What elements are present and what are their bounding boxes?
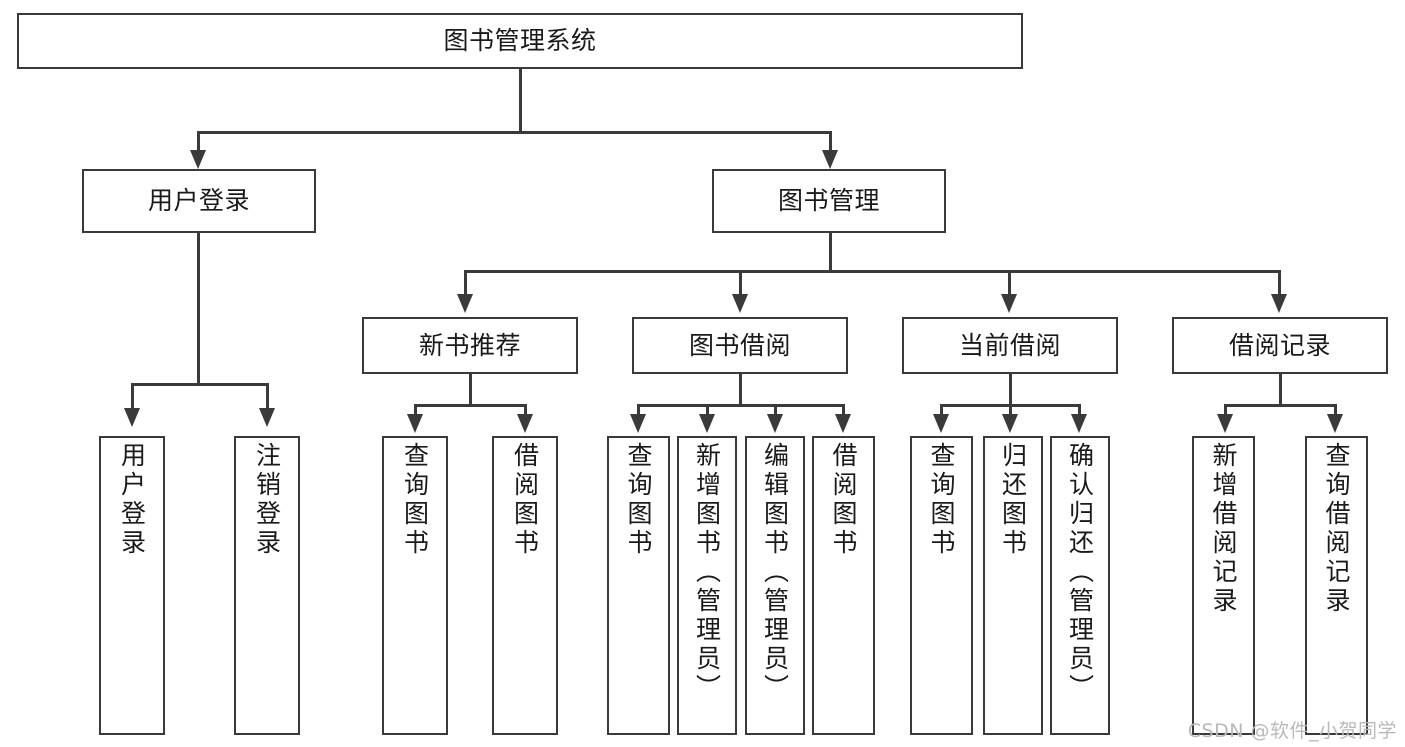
connector-drop-leaf-user-login bbox=[131, 383, 134, 410]
node-label: 查询图书 bbox=[624, 442, 653, 558]
arrow-new-book-recommend bbox=[457, 294, 473, 313]
connector-drop-current-borrow bbox=[1008, 270, 1011, 296]
node-new-book-recommend[interactable]: 新书推荐 bbox=[362, 317, 578, 374]
node-label: 新增图书（管理员） bbox=[692, 442, 722, 703]
leaf-borrow-book-1[interactable]: 借阅图书 bbox=[492, 436, 558, 735]
node-label: 用户登录 bbox=[147, 186, 250, 215]
arrow-user-login bbox=[190, 150, 206, 169]
connector-user-login-trunk bbox=[197, 233, 200, 385]
connector-new-book-recommend-bus bbox=[414, 404, 526, 407]
node-label: 新增借阅记录 bbox=[1209, 442, 1238, 616]
arrow-book-borrow bbox=[732, 294, 748, 313]
connector-drop-book-borrow bbox=[739, 270, 742, 296]
leaf-confirm-return-admin[interactable]: 确认归还（管理员） bbox=[1050, 436, 1110, 735]
leaf-borrow-book-2[interactable]: 借阅图书 bbox=[812, 436, 875, 735]
arrow-borrow-book-2 bbox=[835, 414, 851, 433]
connector-drop-edit-book-admin bbox=[774, 404, 777, 416]
arrow-borrow-record bbox=[1271, 294, 1287, 313]
connector-drop-borrow-record bbox=[1278, 270, 1281, 296]
connector-current-borrow-trunk bbox=[1009, 374, 1012, 406]
node-label: 图书管理 bbox=[777, 186, 880, 215]
node-label: 编辑图书（管理员） bbox=[760, 442, 790, 703]
connector-drop-user-login bbox=[197, 131, 200, 153]
leaf-query-book-1[interactable]: 查询图书 bbox=[382, 436, 448, 735]
connector-drop-query-book-1 bbox=[414, 404, 417, 416]
connector-book-borrow-trunk bbox=[739, 374, 742, 406]
leaf-query-borrow-record[interactable]: 查询借阅记录 bbox=[1305, 436, 1368, 735]
connector-drop-book-management bbox=[829, 131, 832, 153]
connector-new-book-recommend-trunk bbox=[469, 374, 472, 406]
node-label: 确认归还（管理员） bbox=[1065, 442, 1095, 703]
leaf-query-book-2[interactable]: 查询图书 bbox=[607, 436, 670, 735]
arrow-leaf-logout bbox=[259, 408, 275, 427]
connector-level3-bus bbox=[464, 270, 1280, 273]
connector-borrow-record-bus bbox=[1224, 404, 1336, 407]
connector-drop-add-borrow-record bbox=[1224, 404, 1227, 416]
connector-drop-query-book-3 bbox=[940, 404, 943, 416]
arrow-query-book-1 bbox=[407, 414, 423, 433]
connector-drop-query-book-2 bbox=[637, 404, 640, 416]
connector-drop-confirm-return-admin bbox=[1078, 404, 1081, 416]
arrow-leaf-user-login bbox=[124, 408, 140, 427]
arrow-query-book-3 bbox=[933, 414, 949, 433]
arrow-edit-book-admin bbox=[767, 414, 783, 433]
node-user-login[interactable]: 用户登录 bbox=[82, 169, 316, 233]
leaf-add-borrow-record[interactable]: 新增借阅记录 bbox=[1192, 436, 1255, 735]
connector-user-login-bus bbox=[131, 383, 268, 386]
node-label: 查询图书 bbox=[927, 442, 956, 558]
connector-level2-bus bbox=[197, 131, 831, 134]
leaf-query-book-3[interactable]: 查询图书 bbox=[910, 436, 973, 735]
node-label: 查询借阅记录 bbox=[1322, 442, 1351, 616]
connector-book-borrow-bus bbox=[637, 404, 844, 407]
connector-drop-new-book-recommend bbox=[464, 270, 467, 296]
leaf-logout[interactable]: 注销登录 bbox=[234, 436, 300, 735]
node-book-management[interactable]: 图书管理 bbox=[712, 169, 946, 233]
arrow-add-borrow-record bbox=[1217, 414, 1233, 433]
node-label: 借阅记录 bbox=[1228, 330, 1331, 360]
connector-drop-leaf-logout bbox=[266, 383, 269, 410]
node-current-borrow[interactable]: 当前借阅 bbox=[902, 317, 1118, 374]
node-label: 查询图书 bbox=[400, 442, 430, 558]
watermark: CSDN @软件_小贺同学 bbox=[1187, 720, 1397, 742]
node-label: 归还图书 bbox=[998, 442, 1028, 558]
connector-drop-add-book-admin bbox=[706, 404, 709, 416]
leaf-return-book[interactable]: 归还图书 bbox=[983, 436, 1043, 735]
arrow-book-management bbox=[822, 150, 838, 169]
arrow-confirm-return-admin bbox=[1071, 414, 1087, 433]
connector-root-trunk bbox=[519, 69, 522, 133]
arrow-query-borrow-record bbox=[1327, 414, 1343, 433]
node-label: 新书推荐 bbox=[418, 330, 521, 360]
node-label: 图书管理系统 bbox=[443, 26, 597, 55]
node-label: 借阅图书 bbox=[510, 442, 540, 558]
connector-drop-return-book bbox=[1009, 404, 1012, 416]
connector-drop-query-borrow-record bbox=[1334, 404, 1337, 416]
leaf-user-login[interactable]: 用户登录 bbox=[99, 436, 165, 735]
connector-borrow-record-trunk bbox=[1279, 374, 1282, 406]
arrow-add-book-admin bbox=[699, 414, 715, 433]
connector-book-management-trunk bbox=[829, 233, 832, 272]
node-book-borrow[interactable]: 图书借阅 bbox=[632, 317, 848, 374]
arrow-current-borrow bbox=[1001, 294, 1017, 313]
node-label: 图书借阅 bbox=[688, 330, 791, 360]
arrow-borrow-book-1 bbox=[517, 414, 533, 433]
leaf-edit-book-admin[interactable]: 编辑图书（管理员） bbox=[745, 436, 805, 735]
node-label: 用户登录 bbox=[117, 442, 147, 558]
arrow-return-book bbox=[1002, 414, 1018, 433]
node-label: 当前借阅 bbox=[958, 330, 1061, 360]
arrow-query-book-2 bbox=[630, 414, 646, 433]
leaf-add-book-admin[interactable]: 新增图书（管理员） bbox=[677, 436, 737, 735]
connector-drop-borrow-book-2 bbox=[842, 404, 845, 416]
node-label: 注销登录 bbox=[252, 442, 282, 558]
node-label: 借阅图书 bbox=[829, 442, 858, 558]
connector-drop-borrow-book-1 bbox=[524, 404, 527, 416]
node-root-system[interactable]: 图书管理系统 bbox=[17, 13, 1023, 69]
node-borrow-record[interactable]: 借阅记录 bbox=[1172, 317, 1388, 374]
